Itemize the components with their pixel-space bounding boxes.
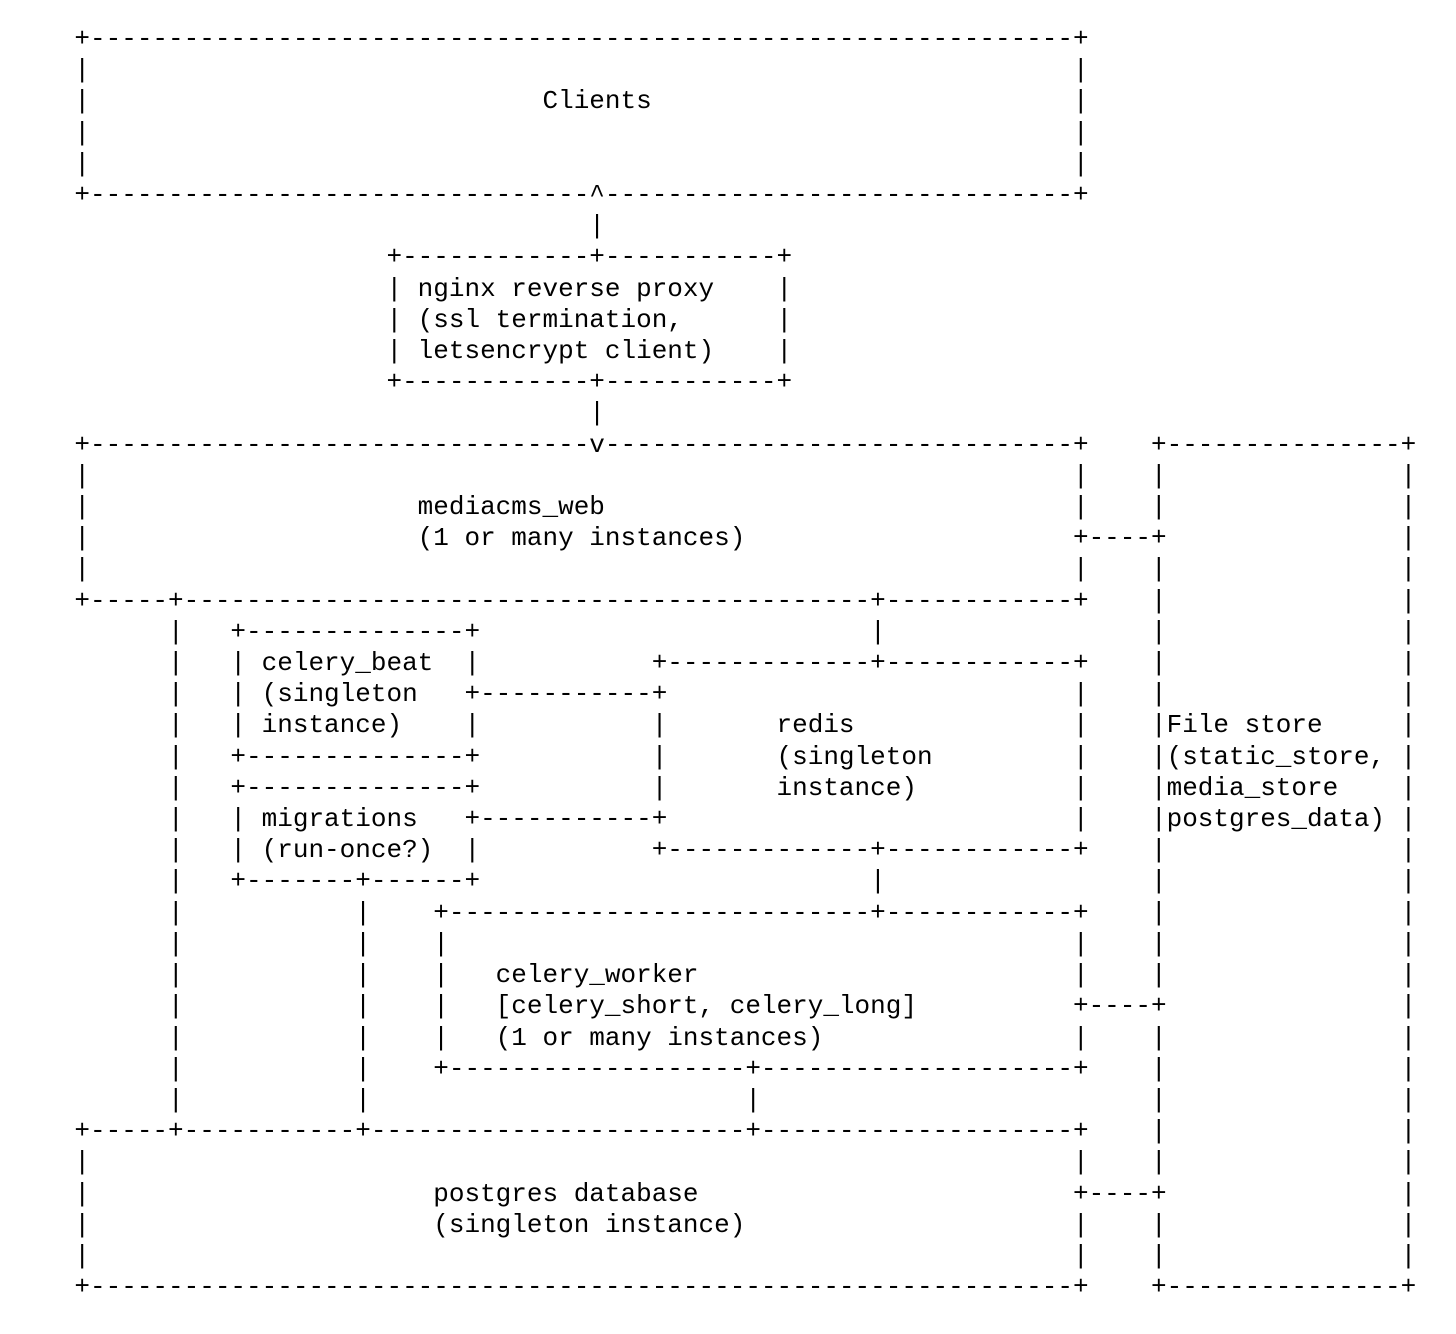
ascii-architecture-diagram: +---------------------------------------…: [74, 24, 1417, 1303]
